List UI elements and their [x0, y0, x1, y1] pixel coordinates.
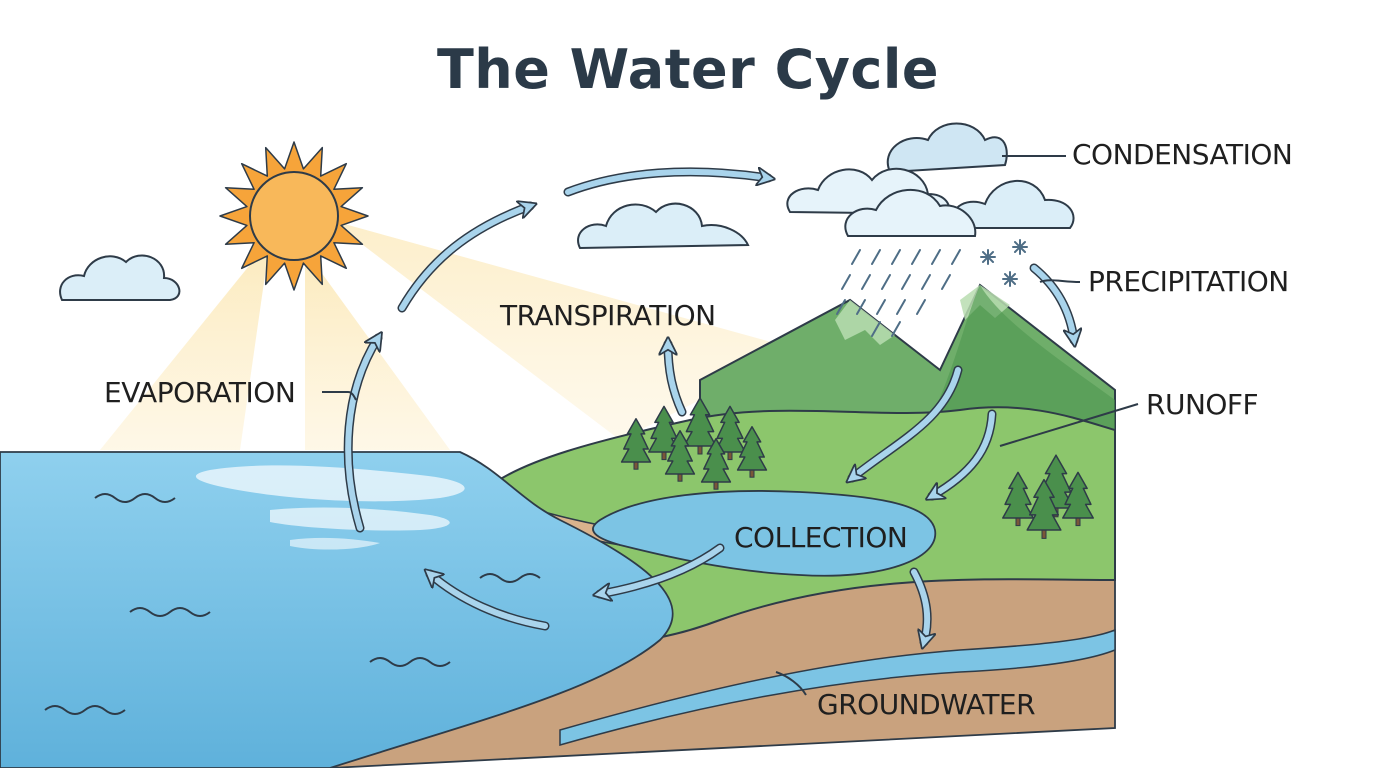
tree-icon [700, 438, 732, 490]
tree-icon [714, 405, 746, 461]
collection-label: COLLECTION [734, 521, 908, 554]
evaporation-label: EVAPORATION [104, 376, 296, 409]
rising-vapor-arrow [397, 206, 530, 313]
waves [44, 493, 541, 715]
evaporation-arrow [343, 338, 378, 533]
tree-icon [683, 397, 717, 455]
rain-icon [836, 249, 961, 337]
trees [620, 397, 1094, 539]
lake [592, 490, 936, 577]
transpiration-label: TRANSPIRATION [500, 299, 716, 332]
runoff-arrow-1 [852, 365, 963, 478]
transpiration-arrow [668, 344, 687, 417]
sun-icon [219, 141, 369, 291]
tree-icon [620, 418, 652, 470]
precipitation-arrow [1029, 263, 1074, 340]
ocean [0, 451, 674, 768]
tree-icon [1026, 478, 1062, 539]
cloud-icon [59, 254, 181, 301]
tree-icon [736, 426, 768, 478]
cycle-arrows [343, 172, 1074, 642]
collection-to-ocean-arrow [600, 543, 725, 594]
infiltration-arrow [909, 567, 927, 642]
snowflake-icon [980, 239, 1028, 287]
leader-lines [322, 155, 1139, 696]
tree-icon [1002, 471, 1034, 527]
groundwater-label: GROUNDWATER [817, 688, 1036, 721]
runoff-arrow-2 [932, 409, 997, 496]
sunlight-beams [100, 220, 800, 450]
diagram-title: The Water Cycle [436, 38, 940, 101]
condensation-clouds [786, 122, 1075, 237]
tree-icon [664, 430, 696, 482]
tree-icon [1062, 471, 1094, 527]
vapor-to-clouds-arrow [563, 172, 768, 197]
condensation-label: CONDENSATION [1072, 138, 1293, 171]
precipitation-label: PRECIPITATION [1088, 265, 1289, 298]
cloud-icon [577, 202, 750, 250]
return-to-ocean-arrow [430, 574, 550, 631]
runoff-label: RUNOFF [1146, 388, 1259, 421]
tree-icon [648, 405, 680, 461]
